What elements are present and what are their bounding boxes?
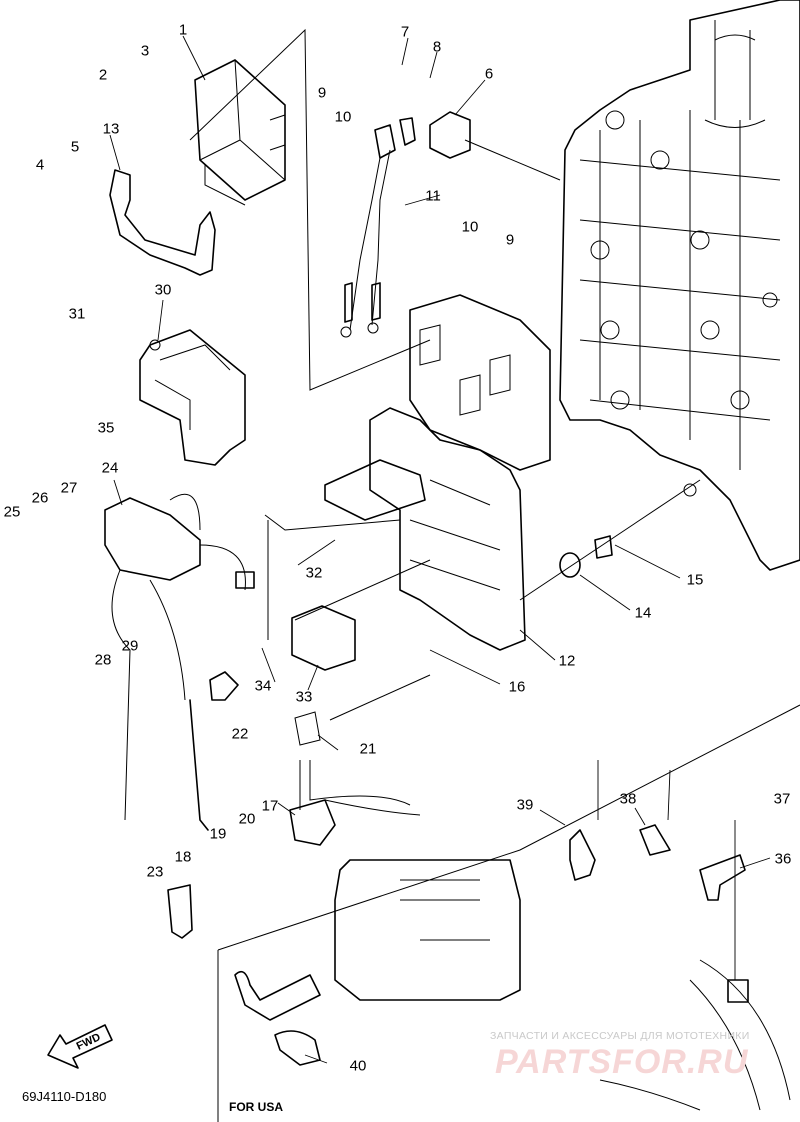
plug-cap-drawing: [189, 671, 239, 831]
callout-6: 6: [484, 65, 494, 83]
grommets-drawing: [559, 535, 613, 578]
callout-37: 37: [773, 790, 791, 808]
callout-22: 22: [231, 725, 249, 743]
sensor-17-drawing: [289, 711, 421, 846]
callout-36: 36: [774, 850, 792, 868]
callout-40: 40: [349, 1057, 367, 1075]
callout-34: 34: [254, 677, 272, 695]
callout-23: 23: [146, 863, 164, 881]
callout-25: 25: [3, 503, 21, 521]
callout-20: 20: [238, 810, 256, 828]
callout-10-bottom: 10: [461, 218, 479, 236]
for-usa-inset: [217, 704, 800, 1122]
callout-7: 7: [400, 23, 410, 41]
callout-15: 15: [686, 571, 704, 589]
callout-2: 2: [98, 66, 108, 84]
watermark-logo: PARTSFOR.RU: [495, 1043, 749, 1081]
callout-19: 19: [209, 825, 227, 843]
callout-33: 33: [295, 688, 313, 706]
callout-28: 28: [94, 651, 112, 669]
callout-39: 39: [516, 796, 534, 814]
callout-31: 31: [68, 305, 86, 323]
callout-32: 32: [305, 564, 323, 582]
callout-1: 1: [178, 21, 188, 39]
callout-14: 14: [634, 604, 652, 622]
rectifier-regulator-drawing: [139, 329, 246, 466]
callout-29: 29: [121, 637, 139, 655]
callout-8: 8: [432, 38, 442, 56]
callout-9-bottom: 9: [505, 231, 515, 249]
callout-5: 5: [70, 138, 80, 156]
engine-block-drawing: [559, 0, 800, 571]
cdi-unit-drawing: [194, 59, 286, 206]
callout-13: 13: [102, 120, 120, 138]
callout-18: 18: [174, 848, 192, 866]
electrical-bracket-drawing: [324, 294, 551, 651]
cap-23-drawing: [167, 884, 193, 939]
callout-30: 30: [154, 281, 172, 299]
callout-10-top: 10: [334, 108, 352, 126]
callout-9-top: 9: [317, 84, 327, 102]
assembly-lines: [189, 28, 701, 721]
callout-27: 27: [60, 479, 78, 497]
callout-21: 21: [359, 740, 377, 758]
switch-6-drawing: [429, 111, 471, 159]
relay-33-drawing: [291, 605, 356, 671]
callout-24: 24: [101, 459, 119, 477]
inset-title: FOR USA: [229, 1100, 283, 1114]
callout-35: 35: [97, 419, 115, 437]
bracket-13-drawing: [109, 169, 216, 276]
callout-26: 26: [31, 489, 49, 507]
callout-11: 11: [425, 187, 441, 205]
callout-16: 16: [508, 678, 526, 696]
callout-38: 38: [619, 790, 637, 808]
fwd-arrow-icon: [47, 1024, 113, 1069]
callout-17: 17: [261, 797, 279, 815]
callout-leaders: [109, 35, 681, 816]
diagram-code: 69J4110-D180: [22, 1089, 107, 1104]
watermark-caption: ЗАПЧАСТИ И АКСЕССУАРЫ ДЛЯ МОТОТЕХНИКИ: [490, 1030, 750, 1042]
wire-harness-drawing: [340, 117, 416, 338]
relay-assembly-drawing: [104, 493, 255, 821]
callout-12: 12: [558, 652, 576, 670]
callout-3: 3: [140, 42, 150, 60]
callout-4: 4: [35, 156, 45, 174]
